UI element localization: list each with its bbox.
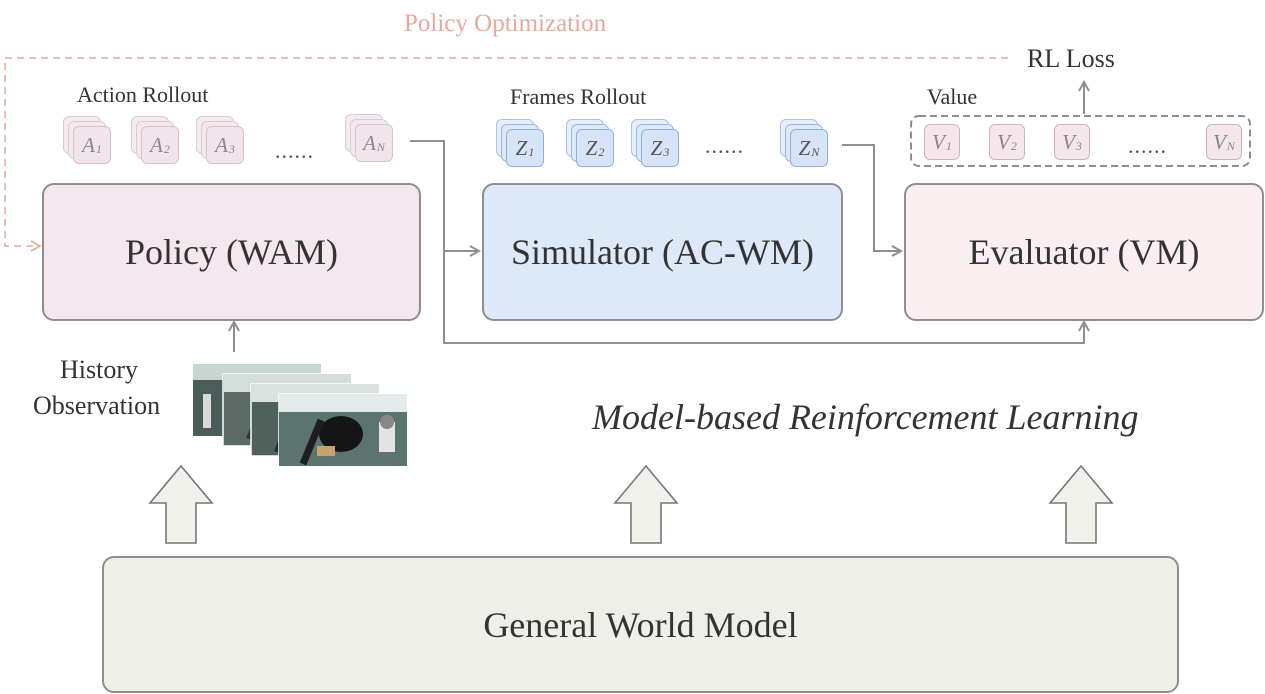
action-to-evaluator-arrow bbox=[443, 251, 1084, 344]
action-symbol: A bbox=[150, 132, 163, 157]
up-arrow-middle bbox=[613, 464, 679, 544]
history-label: History bbox=[60, 355, 138, 384]
frames-rollout-label: Frames Rollout bbox=[510, 84, 647, 109]
value-label: Value bbox=[927, 84, 978, 109]
action-to-simulator-arrow bbox=[410, 140, 479, 251]
evaluator-box: Evaluator (VM) bbox=[904, 183, 1264, 321]
action-subscript: 1 bbox=[95, 141, 102, 156]
frame-symbol: Z bbox=[798, 135, 811, 160]
simulator-box: Simulator (AC-WM) bbox=[482, 183, 843, 321]
action-symbol: A bbox=[363, 130, 376, 155]
value-ellipsis: ...... bbox=[1128, 133, 1167, 158]
frame-symbol: Z bbox=[650, 135, 663, 160]
policy-optimization-label: Policy Optimization bbox=[404, 10, 607, 37]
mbrl-label: Model-based Reinforcement Learning bbox=[592, 397, 1139, 437]
value-container bbox=[910, 115, 1251, 167]
frame-subscript: 3 bbox=[663, 144, 670, 159]
action-symbol: A bbox=[82, 132, 95, 157]
evaluator-box-label: Evaluator (VM) bbox=[968, 232, 1200, 272]
action-subscript: N bbox=[376, 139, 385, 154]
action-symbol: A bbox=[215, 132, 228, 157]
observation-label: Observation bbox=[33, 391, 161, 420]
history-frames bbox=[193, 364, 409, 467]
action-subscript: 3 bbox=[228, 141, 235, 156]
frame-symbol: Z bbox=[515, 135, 528, 160]
world-model-label: General World Model bbox=[483, 604, 798, 645]
history-frames-image bbox=[193, 364, 408, 467]
frame-subscript: 2 bbox=[598, 144, 605, 159]
action-rollout-label: Action Rollout bbox=[77, 82, 209, 107]
policy-box-label: Policy (WAM) bbox=[125, 232, 338, 272]
world-model-box: General World Model bbox=[102, 556, 1179, 693]
action-ellipsis: ...... bbox=[275, 138, 314, 163]
action-subscript: 2 bbox=[163, 141, 170, 156]
frame-subscript: 1 bbox=[528, 144, 535, 159]
up-arrow-right bbox=[1048, 464, 1114, 544]
policy-box: Policy (WAM) bbox=[42, 183, 421, 321]
frames-to-evaluator-arrow bbox=[842, 144, 901, 251]
frame-symbol: Z bbox=[585, 135, 598, 160]
frame-ellipsis: ...... bbox=[705, 133, 744, 158]
frame-subscript: N bbox=[811, 144, 820, 159]
rl-loss-label: RL Loss bbox=[1027, 44, 1115, 73]
simulator-box-label: Simulator (AC-WM) bbox=[511, 232, 814, 272]
up-arrow-left bbox=[148, 464, 214, 544]
policy-optimization-loop bbox=[4, 57, 1008, 252]
